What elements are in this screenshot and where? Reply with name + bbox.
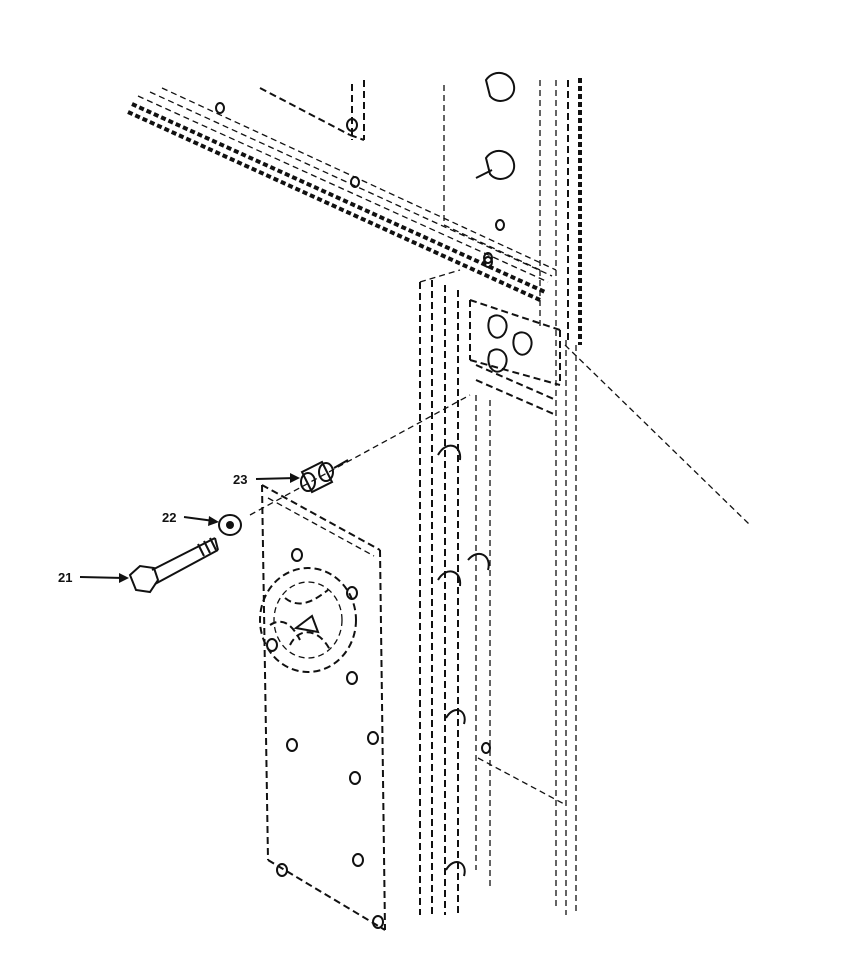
vertical-upright [420,73,750,915]
bolt-part [130,538,218,592]
callout-21: 21 [58,570,129,585]
spacer-part [301,460,348,492]
callout-label-21: 21 [58,570,72,585]
washer-part [219,515,241,535]
top-bracket [260,80,364,140]
mounting-plate [262,485,385,930]
fan-assembly [260,568,356,672]
callout-22: 22 [162,510,219,526]
callout-23: 23 [233,472,300,487]
callout-label-22: 22 [162,510,176,525]
upper-horizontal-channel [128,88,556,300]
callout-label-23: 23 [233,472,247,487]
